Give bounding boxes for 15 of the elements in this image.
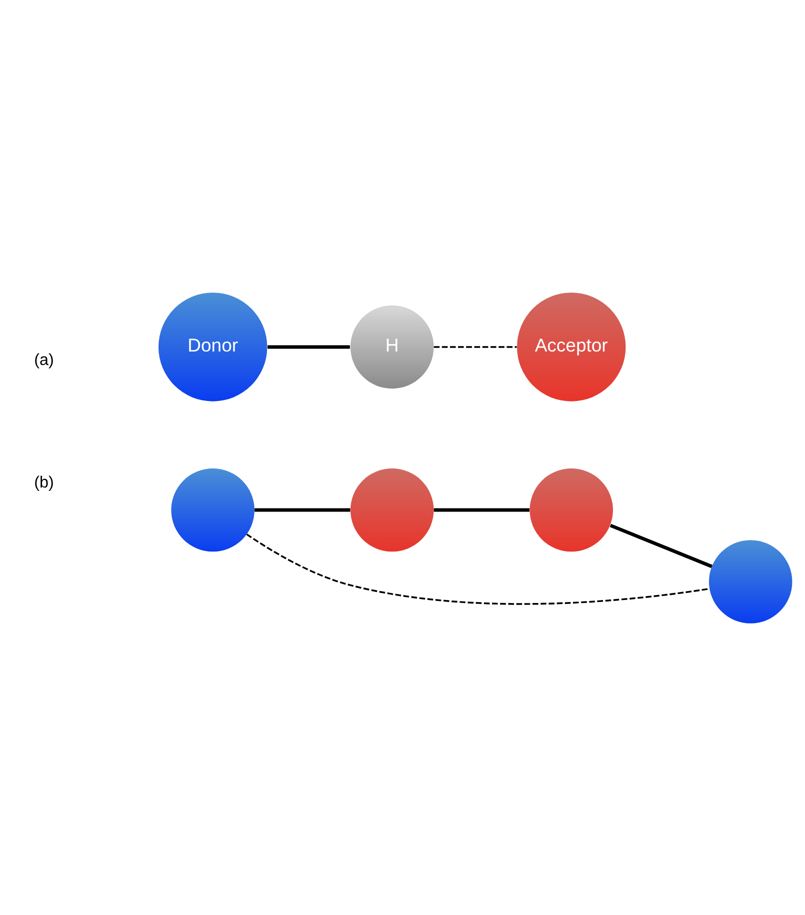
connector bbox=[246, 533, 710, 604]
node-circle: Acceptor bbox=[517, 292, 626, 401]
node-circle bbox=[171, 468, 254, 552]
node-circle: Donor bbox=[158, 292, 268, 401]
connector bbox=[434, 346, 517, 348]
label: (a) bbox=[34, 350, 54, 369]
connector bbox=[268, 344, 350, 348]
node-circle bbox=[708, 540, 792, 623]
node-circle: H bbox=[350, 304, 434, 388]
label: (b) bbox=[34, 473, 54, 492]
node-circle bbox=[530, 468, 613, 552]
connector bbox=[434, 508, 530, 512]
connector bbox=[254, 508, 350, 512]
node-circle bbox=[350, 468, 434, 552]
connector bbox=[610, 523, 712, 568]
